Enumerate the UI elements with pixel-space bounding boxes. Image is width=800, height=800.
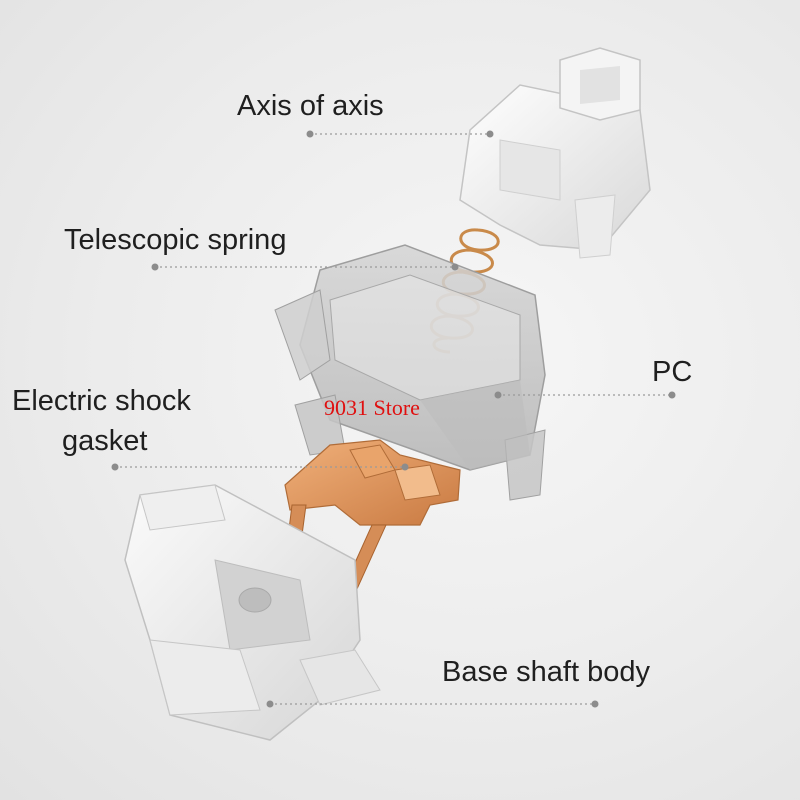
leader-lines <box>115 133 672 705</box>
pc-housing-part <box>274 244 546 501</box>
store-watermark: 9031 Store <box>324 395 420 420</box>
label-telescopic-spring: Telescopic spring <box>64 224 287 256</box>
label-base-shaft-body: Base shaft body <box>442 656 650 688</box>
label-electric-shock-gasket-line2: gasket <box>62 425 148 457</box>
label-pc: PC <box>652 356 693 388</box>
label-axis-of-axis: Axis of axis <box>237 90 384 122</box>
base-housing-part <box>124 484 381 741</box>
label-electric-shock-gasket-line1: Electric shock <box>12 385 191 417</box>
stem-part <box>459 47 651 259</box>
leader-dots <box>111 130 676 708</box>
